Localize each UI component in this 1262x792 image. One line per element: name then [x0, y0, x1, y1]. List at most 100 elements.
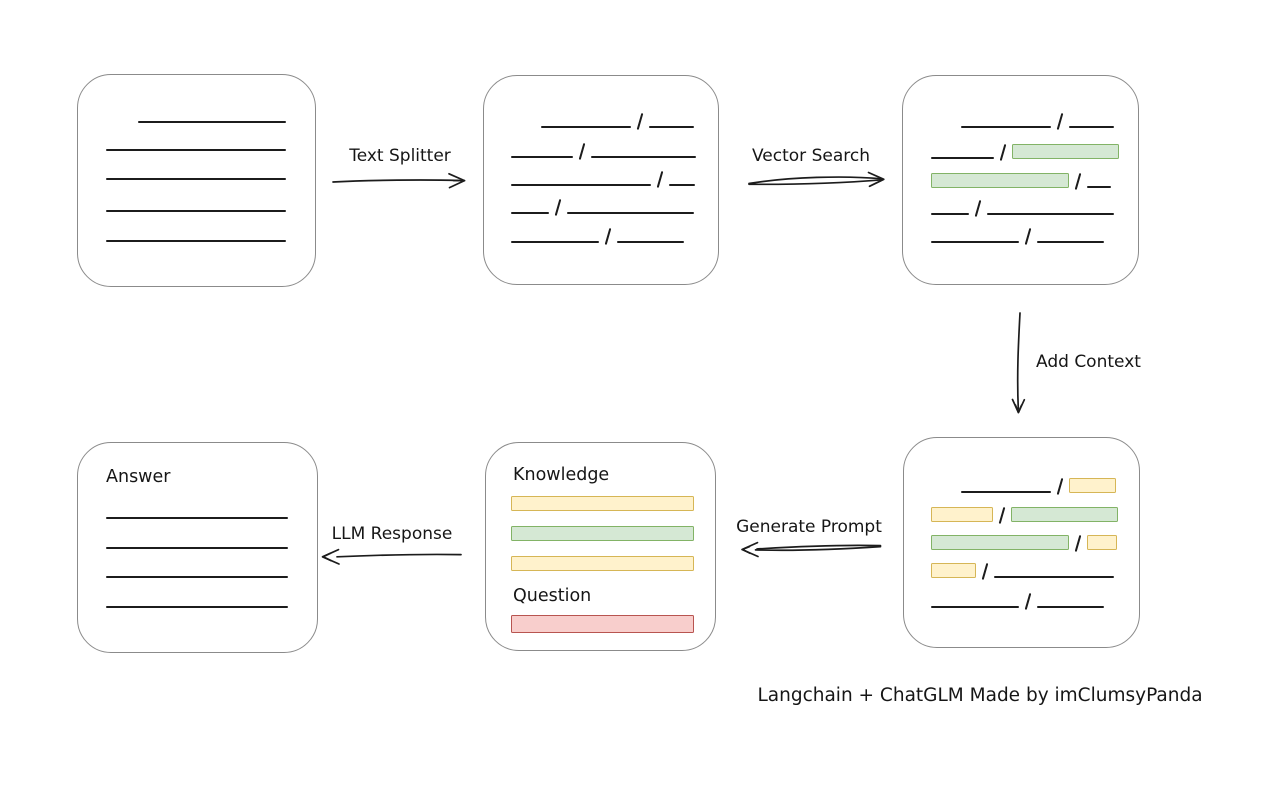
text-line [541, 126, 631, 128]
highlight-chunk-green [1011, 507, 1119, 522]
highlight-chunk-yellow [1069, 478, 1117, 493]
chunk-row [106, 224, 286, 242]
slash-mark [604, 228, 612, 245]
text-line [106, 606, 288, 608]
answer-box: Answer [77, 442, 318, 653]
highlight-chunk-green [931, 535, 1069, 550]
highlight-chunk-green [1012, 144, 1120, 159]
slash-mark [1024, 228, 1032, 245]
chunk-row [931, 197, 1115, 217]
text-line [106, 210, 286, 212]
text-line [106, 149, 286, 151]
text-line [567, 212, 695, 214]
highlight-chunk-yellow [931, 563, 976, 578]
text-line [511, 212, 549, 214]
chunk-row [931, 560, 1115, 580]
text-line [649, 126, 695, 128]
slash-mark [1024, 593, 1032, 610]
highlight-chunk-yellow [1087, 535, 1118, 550]
vector-matches-box [902, 75, 1139, 285]
chunk-row [961, 475, 1117, 495]
llm-response-label: LLM Response [331, 524, 453, 544]
highlight-chunk-yellow [931, 507, 993, 522]
chunk-row [106, 194, 286, 212]
text-line [106, 178, 286, 180]
text-line [1087, 186, 1112, 188]
chunk-row [511, 225, 685, 245]
chunk-row [541, 110, 695, 130]
text-splitter-arrow [332, 172, 466, 189]
llm-response-arrow [321, 548, 462, 565]
diagram-caption: Langchain + ChatGLM Made by imClumsyPand… [757, 685, 1203, 706]
knowledge-label: Knowledge [513, 465, 610, 485]
document-box [77, 74, 316, 287]
chunk-row [511, 140, 697, 160]
chunk-row [961, 110, 1115, 130]
slash-mark [974, 200, 982, 217]
generate-prompt-arrow [741, 541, 882, 558]
text-line [106, 517, 288, 519]
text-line [1069, 126, 1115, 128]
slash-mark [999, 144, 1007, 161]
text-line [961, 126, 1051, 128]
text-line [511, 184, 651, 186]
chunk-row [511, 168, 696, 188]
knowledge-bar-yellow [511, 496, 694, 511]
text-line [1037, 606, 1105, 608]
text-line [138, 121, 286, 123]
generate-prompt-label: Generate Prompt [736, 517, 882, 537]
chunk-row [931, 504, 1119, 524]
chunk-row [106, 560, 288, 578]
highlight-chunk-green [931, 173, 1069, 188]
chunk-row [931, 225, 1105, 245]
text-line [931, 157, 994, 159]
chunk-row [931, 532, 1118, 552]
slash-mark [554, 199, 562, 216]
chunk-row [106, 590, 288, 608]
chunk-row [106, 162, 286, 180]
text-line [591, 156, 697, 158]
knowledge-bar-green [511, 526, 694, 541]
text-line [931, 213, 969, 215]
chunk-row [931, 141, 1120, 161]
slash-mark [1056, 478, 1064, 495]
vector-search-arrow [748, 171, 885, 188]
slash-mark [1074, 173, 1082, 190]
split-chunks-box [483, 75, 719, 285]
text-line [106, 240, 286, 242]
slash-mark [636, 113, 644, 130]
add-context-arrow [1011, 312, 1026, 414]
text-line [931, 606, 1019, 608]
chunk-row [511, 196, 695, 216]
text-line [931, 241, 1019, 243]
text-line [1037, 241, 1105, 243]
slash-mark [1074, 535, 1082, 552]
text-line [511, 156, 573, 158]
text-splitter-label: Text Splitter [349, 146, 451, 166]
text-line [106, 547, 288, 549]
text-line [511, 241, 599, 243]
text-line [106, 576, 288, 578]
slash-mark [578, 143, 586, 160]
context-chunks-box [903, 437, 1140, 648]
chunk-row [106, 531, 288, 549]
text-line [987, 213, 1115, 215]
add-context-label: Add Context [1036, 352, 1141, 372]
text-line [961, 491, 1051, 493]
chunk-row [931, 170, 1112, 190]
knowledge-bar-yellow [511, 556, 694, 571]
slash-mark [998, 507, 1006, 524]
chunk-row [138, 105, 286, 123]
chunk-row [106, 501, 288, 519]
question-bar [511, 615, 694, 633]
text-line [617, 241, 685, 243]
chunk-row [106, 133, 286, 151]
slash-mark [981, 563, 989, 580]
chunk-row [931, 590, 1105, 610]
prompt-box: Knowledge Question [485, 442, 716, 651]
question-label: Question [513, 586, 592, 606]
text-line [669, 184, 696, 186]
text-line [994, 576, 1115, 578]
slash-mark [1056, 113, 1064, 130]
